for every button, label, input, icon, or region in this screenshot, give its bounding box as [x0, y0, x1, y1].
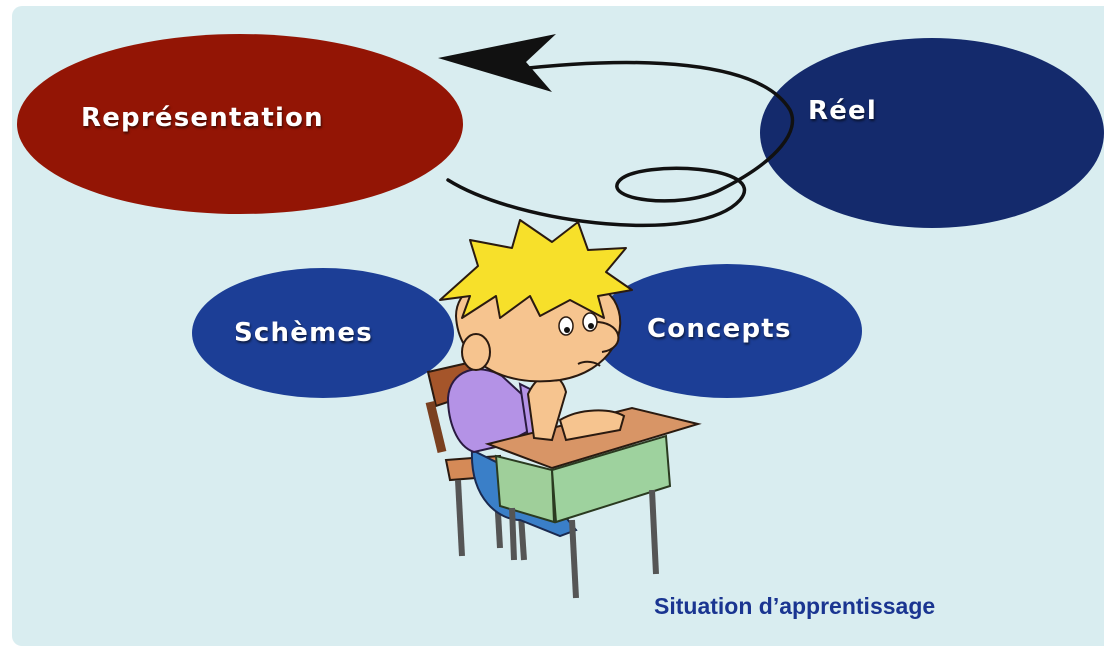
reel-label: Réel — [808, 96, 878, 126]
hair — [439, 219, 633, 319]
schemes-node: Schèmes — [192, 268, 454, 398]
reel-node: Réel — [760, 38, 1104, 228]
representation-node: Représentation — [17, 34, 463, 214]
concepts-label: Concepts — [647, 314, 792, 344]
schemes-label: Schèmes — [234, 318, 373, 348]
representation-label: Représentation — [81, 103, 324, 133]
desk — [484, 406, 702, 599]
arms — [526, 374, 626, 442]
caption: Situation d’apprentissage — [654, 593, 936, 619]
concepts-node: Concepts — [592, 264, 862, 398]
